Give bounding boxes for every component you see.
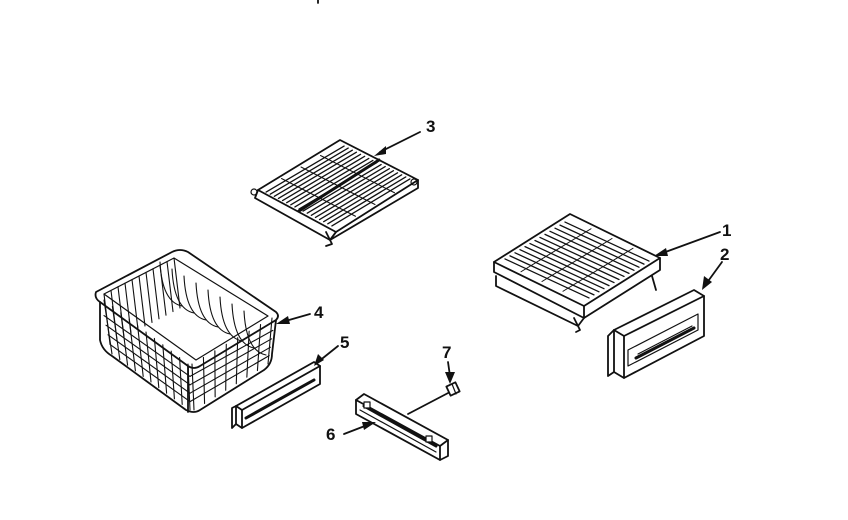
- wire-line: [109, 343, 191, 403]
- wire-line: [105, 324, 191, 386]
- wire-line: [131, 279, 139, 331]
- leader-5: [314, 345, 339, 366]
- wire-line: [170, 350, 175, 400]
- wire-shelf-right: [493, 213, 661, 333]
- wire-line: [520, 228, 592, 273]
- wire-line: [187, 363, 191, 411]
- wire-line: [235, 337, 239, 385]
- wire-curve: [183, 275, 207, 321]
- basket-front-trim: [231, 361, 321, 429]
- wire-line: [189, 338, 273, 386]
- leader-6: [343, 422, 376, 435]
- shelf-front-trim: [607, 289, 705, 379]
- wire-curve: [219, 296, 243, 342]
- wire-line: [107, 334, 191, 394]
- callout-3: 3: [426, 117, 435, 136]
- leader-1: [654, 231, 721, 256]
- wire-line: [225, 343, 227, 391]
- callout-6: 6: [326, 425, 335, 444]
- wire-curve: [231, 303, 255, 349]
- wire-line: [152, 268, 160, 320]
- callout-4: 4: [314, 303, 324, 322]
- wire-line: [162, 344, 168, 394]
- wire-line: [138, 275, 146, 327]
- screw: [407, 381, 461, 415]
- leader-2: [702, 261, 723, 290]
- leader-7: [445, 361, 455, 384]
- wire-line: [189, 355, 270, 403]
- wire-curve: [171, 268, 195, 314]
- callout-1: 1: [722, 221, 731, 240]
- wire-line: [179, 357, 183, 405]
- wire-basket: [94, 249, 279, 413]
- wire-line: [103, 315, 191, 377]
- wire-line: [189, 346, 271, 394]
- wire-curve: [207, 289, 231, 335]
- wire-line: [202, 356, 206, 404]
- wire-line: [153, 337, 160, 389]
- callout-2: 2: [720, 245, 729, 264]
- wire-line: [562, 247, 634, 292]
- callout-7: 7: [442, 343, 451, 362]
- wire-line: [189, 329, 274, 377]
- wire-line: [173, 257, 181, 309]
- wire-curve: [195, 282, 219, 328]
- leader-3: [374, 131, 421, 156]
- wire-line: [256, 324, 262, 372]
- leader-4: [276, 313, 311, 324]
- wire-line: [145, 271, 153, 323]
- slide-rail: [355, 393, 449, 461]
- callout-5: 5: [340, 333, 349, 352]
- wire-shelf-top: [250, 139, 419, 247]
- wire-curve: [243, 310, 267, 356]
- wire-curve: [159, 261, 183, 307]
- wire-line: [166, 261, 174, 313]
- wire-line: [541, 238, 613, 282]
- wire-line: [191, 363, 195, 411]
